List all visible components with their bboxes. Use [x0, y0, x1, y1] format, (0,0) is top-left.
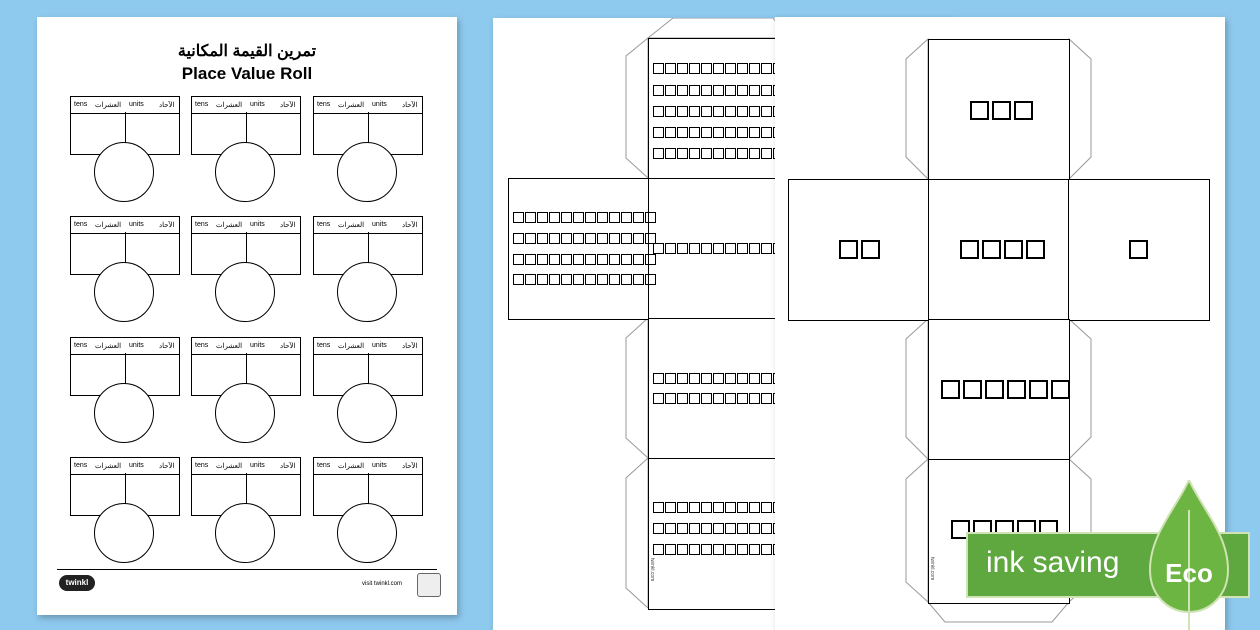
tens-label-arabic: العشرات: [216, 343, 243, 350]
total-circle[interactable]: [337, 262, 397, 322]
units-label-arabic: الآحاد: [402, 343, 418, 350]
dice-net-tabs: [905, 37, 1092, 623]
tens-label: tens: [74, 462, 88, 469]
face-left-squares: [839, 240, 883, 259]
tens-label-arabic: العشرات: [95, 102, 122, 109]
total-circle[interactable]: [337, 503, 397, 563]
units-label-arabic: الآحاد: [159, 222, 175, 229]
units-label-arabic: الآحاد: [159, 343, 175, 350]
units-label: units: [372, 462, 387, 469]
ten-rod: [653, 393, 797, 404]
die-face-right: [1068, 179, 1210, 321]
units-label-arabic: الآحاد: [159, 102, 175, 109]
units-label-arabic: الآحاد: [280, 343, 296, 350]
total-circle[interactable]: [94, 503, 154, 563]
units-label: units: [250, 342, 265, 349]
title-english: Place Value Roll: [181, 64, 313, 83]
total-circle[interactable]: [215, 503, 275, 563]
tens-label-arabic: العشرات: [216, 463, 243, 470]
total-circle[interactable]: [94, 383, 154, 443]
total-circle[interactable]: [94, 142, 154, 202]
tens-label-arabic: العشرات: [216, 102, 243, 109]
ten-rod: [653, 523, 797, 534]
units-label-arabic: الآحاد: [280, 222, 296, 229]
tens-label-arabic: العشرات: [216, 222, 243, 229]
units-label: units: [372, 221, 387, 228]
tens-label-arabic: العشرات: [95, 343, 122, 350]
sheet-footer-small: twinkl.com: [929, 557, 935, 581]
tens-label: tens: [195, 221, 209, 228]
units-label: units: [250, 221, 265, 228]
face-right-squares: [1128, 240, 1151, 259]
tens-label-arabic: العشرات: [338, 222, 365, 229]
tens-label: tens: [317, 462, 331, 469]
face-top-squares: [969, 101, 1036, 120]
tens-label: tens: [317, 101, 331, 108]
total-circle[interactable]: [337, 142, 397, 202]
ten-rod: [513, 254, 657, 265]
die-face-top: [928, 39, 1070, 181]
sheet-footer-small: twinkl.com: [649, 558, 655, 582]
units-label-arabic: الآحاد: [159, 463, 175, 470]
visit-text: visit twinkl.com: [362, 581, 403, 587]
units-label-arabic: الآحاد: [402, 222, 418, 229]
footer-divider: [57, 569, 437, 570]
units-label-arabic: الآحاد: [280, 463, 296, 470]
tens-label: tens: [74, 101, 88, 108]
tens-label: tens: [195, 342, 209, 349]
quality-badge-icon: [417, 573, 441, 597]
total-circle[interactable]: [215, 383, 275, 443]
ten-rod: [513, 212, 657, 223]
tens-label-arabic: العشرات: [338, 463, 365, 470]
tens-label: tens: [195, 101, 209, 108]
ten-rod: [513, 233, 657, 244]
total-circle[interactable]: [337, 383, 397, 443]
eco-label: Eco: [1165, 558, 1213, 588]
units-label: units: [129, 221, 144, 228]
face-bottom-squares: [950, 520, 1061, 539]
tens-label: tens: [74, 221, 88, 228]
units-label: units: [129, 462, 144, 469]
units-label: units: [129, 342, 144, 349]
units-label: units: [372, 101, 387, 108]
ten-rod: [653, 127, 797, 138]
ink-saving-label: ink saving: [986, 546, 1120, 579]
ten-rod: [513, 274, 657, 285]
tens-label-arabic: العشرات: [338, 343, 365, 350]
tens-label: tens: [317, 342, 331, 349]
units-label: units: [250, 462, 265, 469]
tens-label: tens: [195, 462, 209, 469]
die-face: [508, 178, 650, 320]
face-center-squares: [960, 240, 1048, 259]
eco-leaf-icon: Eco: [1148, 480, 1230, 630]
units-label: units: [129, 101, 144, 108]
dice-net-units-page: twinkl.com: [775, 17, 1225, 630]
units-label: units: [372, 342, 387, 349]
tens-label-arabic: العشرات: [338, 102, 365, 109]
face-lower-squares: [941, 380, 1073, 399]
total-circle[interactable]: [215, 262, 275, 322]
total-circle[interactable]: [215, 142, 275, 202]
units-label-arabic: الآحاد: [402, 102, 418, 109]
worksheet-page: تمرين القيمة المكانية Place Value Roll t…: [37, 17, 457, 615]
twinkl-logo: twinkl: [59, 575, 95, 591]
tens-label-arabic: العشرات: [95, 463, 122, 470]
units-label-arabic: الآحاد: [402, 463, 418, 470]
tens-label-arabic: العشرات: [95, 222, 122, 229]
title-arabic: تمرين القيمة المكانية: [177, 43, 317, 60]
units-label-arabic: الآحاد: [280, 102, 296, 109]
tens-label: tens: [317, 221, 331, 228]
tens-label: tens: [74, 342, 88, 349]
dice-net-tabs: [625, 18, 789, 610]
total-circle[interactable]: [94, 262, 154, 322]
units-label: units: [250, 101, 265, 108]
